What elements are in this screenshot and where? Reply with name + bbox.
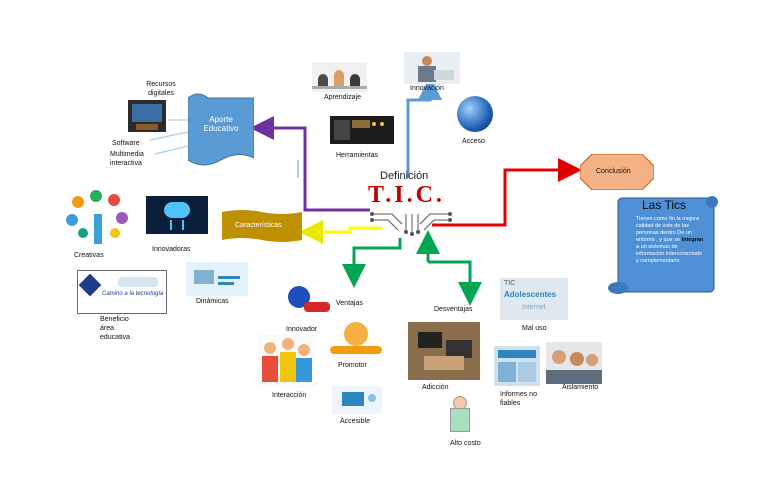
herramientas-image <box>330 116 394 144</box>
acceso-globe-image <box>457 96 493 132</box>
beneficio-image: Camino a la tecnología <box>77 270 167 314</box>
herramientas-label: Herramientas <box>336 152 379 159</box>
center-node: Definición T.I.C. <box>362 170 460 240</box>
conclusion-scroll <box>608 196 718 294</box>
adiccion-label: Adicción <box>422 384 449 391</box>
aislamiento-image <box>546 342 602 384</box>
aprendizaje-label: Aprendizaje <box>324 94 361 101</box>
acceso-label: Acceso <box>462 138 485 145</box>
innovadoras-label: Innovadoras <box>152 246 191 253</box>
conclusion-octagon <box>580 154 654 190</box>
accesible-label: Accesible <box>340 418 370 425</box>
innovacion-label: Innovación <box>410 85 444 92</box>
tic-title: T.I.C. <box>368 182 445 208</box>
tic-text: TIC <box>504 280 516 287</box>
interaccion-label: Interacción <box>272 392 307 399</box>
purple-arrow <box>250 116 370 212</box>
ventajas-label: Ventajas <box>336 300 363 307</box>
creativas-image <box>64 188 136 246</box>
caracteristicas-label: Características <box>235 222 282 229</box>
conclusion-label: Conclusión <box>596 168 631 175</box>
red-arrow <box>432 158 582 227</box>
scroll-text-a: Tienen como fin la mejora calidad de vid… <box>636 216 700 243</box>
adiccion-image <box>408 322 480 380</box>
innovadoras-image <box>146 196 208 234</box>
scroll-text: Tienen como fin la mejora calidad de vid… <box>636 216 706 265</box>
aprendizaje-image <box>312 62 367 92</box>
camino-caption: Camino a la tecnología <box>102 291 164 297</box>
alto-costo-label: Alto costo <box>450 440 481 447</box>
promotor-image <box>330 320 382 356</box>
scroll-text-b: a un sistemas de información interconect… <box>636 244 703 264</box>
scroll-title: Las Tics <box>642 198 687 212</box>
dinamicas-label: Dinámicas <box>196 298 229 305</box>
definicion-label: Definición <box>380 170 429 182</box>
aporte-doc-shape <box>188 93 254 166</box>
informes-image <box>494 346 540 386</box>
promotor-label: Promotor <box>338 362 367 369</box>
informes-label: Informes no fiables <box>500 391 537 407</box>
accesible-image <box>332 386 382 414</box>
alto-costo-image <box>446 394 472 434</box>
aporte-title: Aporte Educativo <box>203 115 239 133</box>
adolescentes-text: Adolescentes <box>504 290 557 299</box>
multimedia-label: Multimedia interactiva <box>110 151 144 167</box>
circuit-icon <box>370 212 452 236</box>
yellow-arrow <box>299 220 382 244</box>
mal-uso-image: Adolescentes TIC Internet <box>500 278 568 320</box>
green-arrow-right <box>428 260 482 306</box>
innovador-label: Innovador <box>286 326 318 333</box>
scroll-text-bold: Integran <box>681 237 704 243</box>
mal-uso-label: Mal uso <box>522 325 547 332</box>
interaccion-image <box>258 334 316 388</box>
innovacion-image <box>404 52 460 84</box>
software-label: Software <box>112 140 140 147</box>
blue-arrow <box>406 76 442 178</box>
desventajas-label: Desventajas <box>434 306 473 313</box>
internet-text: Internet <box>522 304 546 311</box>
creativas-label: Creativas <box>74 252 104 259</box>
green-arrow-left <box>342 238 402 288</box>
innovador-image <box>284 282 334 320</box>
caracteristicas-banner <box>222 210 302 242</box>
beneficio-label: Beneficio área educativa <box>100 316 130 341</box>
aislamiento-label: Aislamiento <box>562 384 599 391</box>
recursos-label: Recursos digitales <box>146 81 176 97</box>
dinamicas-image <box>186 262 248 296</box>
recursos-image <box>128 100 166 132</box>
